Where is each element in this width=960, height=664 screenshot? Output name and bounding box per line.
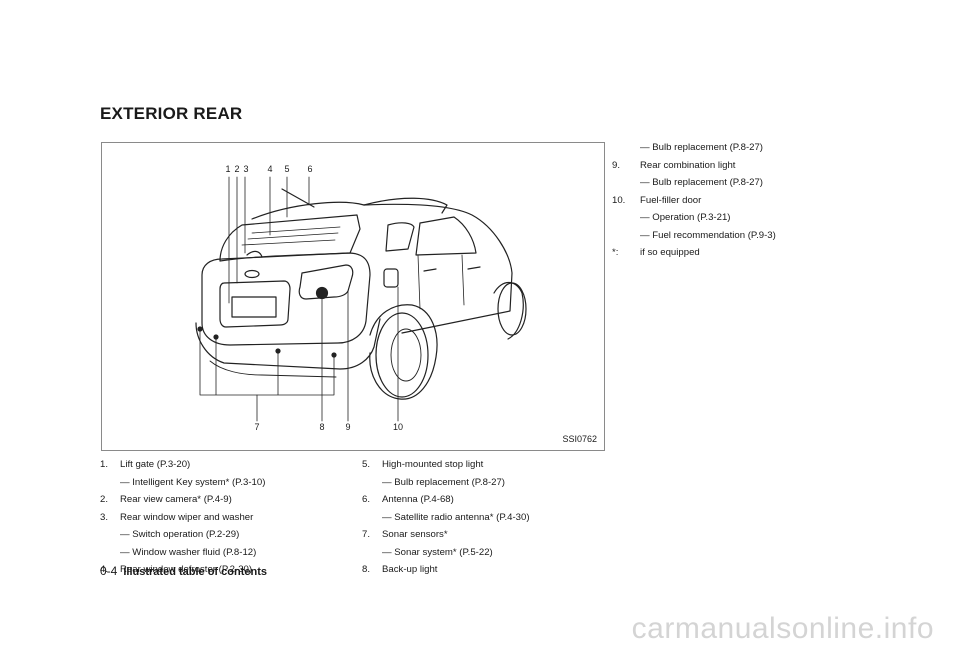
legend-sub-6a: — Satellite radio antenna* (P.4-30)	[382, 511, 530, 523]
legend-sub-10b: — Fuel recommendation (P.9-3)	[640, 229, 776, 241]
front-wheel-arch	[493, 281, 524, 340]
quarter-window	[385, 222, 415, 252]
legend-item-8: 8.Back-up light	[362, 564, 438, 575]
defroster-lines	[241, 226, 341, 246]
callout-6: 6	[307, 164, 312, 174]
license-plate	[231, 296, 277, 318]
rear-rim	[390, 328, 422, 382]
callout-2: 2	[234, 164, 239, 174]
door-seams	[417, 254, 465, 310]
legend-item-6: 6.Antenna (P.4-68)	[362, 494, 454, 505]
page-footer: 0-4 Illustrated table of contents	[100, 564, 267, 578]
legend-item-7: 7.Sonar sensors*	[362, 529, 448, 540]
legend-item-9: 9.Rear combination light	[612, 159, 736, 171]
door-window	[415, 216, 477, 256]
callout-4: 4	[267, 164, 272, 174]
legend-item-4: 4.Rear window defroster (P.2-30)	[100, 564, 253, 575]
roof-line	[363, 197, 448, 214]
callout-1: 1	[225, 164, 230, 174]
legend-item-10: 10.Fuel-filler door	[612, 194, 702, 206]
legend-item-1: 1.Lift gate (P.3-20)	[100, 459, 191, 470]
emblem	[244, 269, 260, 279]
callout-leaders	[199, 176, 399, 422]
legend-sub-3a: — Switch operation (P.2-29)	[120, 529, 240, 540]
legend-sub-1a: — Intelligent Key system* (P.3-10)	[120, 476, 266, 488]
rear-wheel-arch	[369, 304, 438, 400]
callout-9: 9	[345, 422, 350, 432]
section-heading: EXTERIOR REAR	[100, 104, 243, 123]
fuel-filler-door	[383, 268, 399, 288]
rear-tire	[375, 312, 429, 398]
front-tire	[497, 282, 527, 336]
callout-5: 5	[284, 164, 289, 174]
side-body	[363, 203, 513, 334]
plate-recess	[219, 280, 291, 328]
callout-8: 8	[319, 422, 324, 432]
legend-sub-3b: — Window washer fluid (P.8-12)	[120, 546, 257, 558]
figure-id: SSI0762	[562, 434, 597, 444]
legend-column-2: 5.High-mounted stop light — Bulb replace…	[362, 456, 530, 579]
lift-gate-panel	[201, 252, 371, 346]
legend-sub-10a: — Operation (P.3-21)	[640, 212, 731, 223]
legend-sub-7a: — Sonar system* (P.5-22)	[382, 546, 493, 558]
door-handles	[423, 266, 481, 272]
legend-sub-5a: — Bulb replacement (P.8-27)	[382, 476, 506, 488]
rear-wiper	[246, 250, 263, 258]
callout-7: 7	[254, 422, 259, 432]
legend-column-3: — Bulb replacement (P.8-27) 9.Rear combi…	[612, 139, 776, 262]
legend-item-3: 3.Rear window wiper and washer	[100, 511, 254, 523]
vehicle-rear-drawing: 1 2 3 4 5 6 7 8 9 10	[195, 164, 527, 432]
exterior-rear-illustration: 1 2 3 4 5 6 7 8 9 10 SSI0762	[101, 142, 605, 451]
legend-item-2: 2.Rear view camera* (P.4-9)	[100, 494, 232, 505]
legend-sub-9a: — Bulb replacement (P.8-27)	[640, 177, 764, 188]
callout-10: 10	[393, 422, 403, 432]
legend-item-5: 5.High-mounted stop light	[362, 459, 484, 470]
spoiler-outline	[251, 201, 365, 220]
bumper-lower	[209, 360, 337, 378]
callout-3: 3	[243, 164, 248, 174]
page-number: 0-4	[100, 564, 118, 578]
watermark: carmanualsonline.info	[631, 612, 934, 645]
rear-window	[219, 214, 361, 262]
legend-column-1: 1.Lift gate (P.3-20) — Intelligent Key s…	[100, 456, 265, 579]
combination-light	[298, 264, 354, 300]
legend-footnote: *:if so equipped	[612, 247, 700, 258]
legend-sub-8a: — Bulb replacement (P.8-27)	[640, 142, 764, 153]
chapter-title: Illustrated table of contents	[123, 566, 267, 578]
